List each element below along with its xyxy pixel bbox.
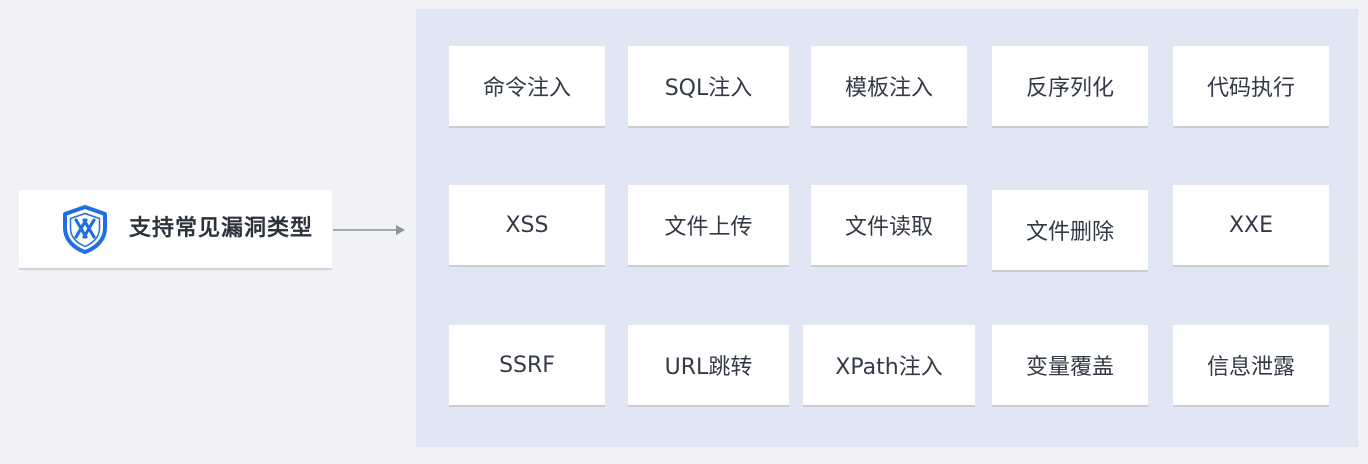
shield-icon	[63, 205, 107, 254]
vuln-type-item: 文件上传	[628, 185, 789, 267]
vuln-type-item: XPath注入	[803, 325, 975, 407]
vuln-type-item: 代码执行	[1173, 46, 1329, 128]
vuln-type-item: 文件删除	[992, 190, 1148, 272]
vuln-type-item: URL跳转	[628, 325, 789, 407]
card-title: 支持常见漏洞类型	[129, 216, 314, 241]
vuln-type-item: XXE	[1173, 185, 1329, 267]
vuln-type-item: 命令注入	[449, 46, 605, 128]
vuln-type-item: SSRF	[449, 325, 605, 407]
vuln-type-item: 反序列化	[992, 46, 1148, 128]
vuln-types-panel: 命令注入 SQL注入 模板注入 反序列化 代码执行 XSS 文件上传 文件读取 …	[416, 9, 1358, 447]
vuln-types-card: 支持常见漏洞类型	[19, 190, 332, 270]
vuln-type-item: SQL注入	[628, 46, 789, 128]
arrow-right-icon	[333, 225, 405, 235]
vuln-type-item: 文件读取	[811, 185, 967, 267]
vuln-type-item: 变量覆盖	[992, 325, 1148, 407]
vuln-type-item: 信息泄露	[1173, 325, 1329, 407]
vuln-type-item: 模板注入	[811, 46, 967, 128]
vuln-type-item: XSS	[449, 185, 605, 267]
